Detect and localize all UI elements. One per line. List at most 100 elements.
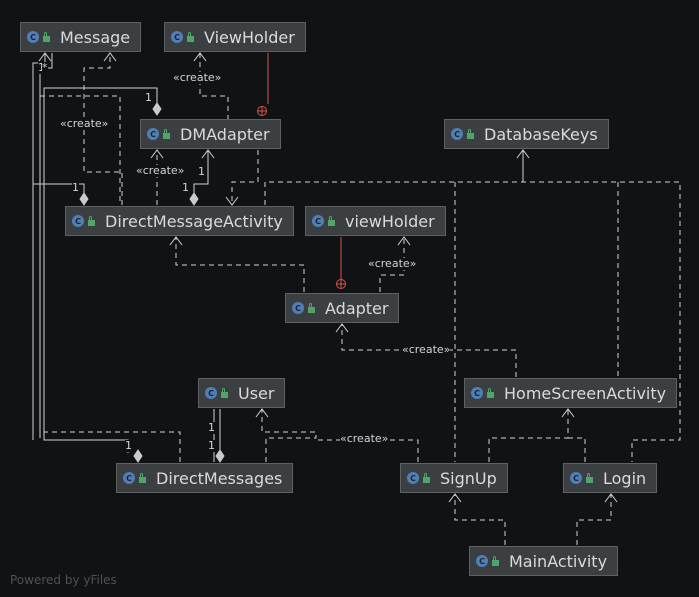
multiplicity-label: 1 [145, 91, 152, 104]
edge-dmadapter-dma [231, 150, 259, 205]
create-label: «create» [136, 164, 185, 177]
edge-login-dbkeys [264, 181, 681, 462]
edge-directmessages-create-user [261, 409, 317, 462]
class-icon: C [27, 31, 39, 43]
class-icon: C [147, 128, 159, 140]
aggregation-diamond [79, 192, 89, 206]
public-access-icon [487, 388, 494, 398]
inner-class-marker-cross [336, 279, 346, 289]
arrowhead [516, 149, 530, 159]
public-access-icon [423, 473, 430, 483]
class-name: SignUp [440, 468, 497, 488]
class-name: DirectMessageActivity [105, 211, 283, 231]
edge-login-home [568, 437, 586, 462]
multiplicity-label: 1 [182, 181, 189, 194]
multiplicity-label: 1 [38, 62, 45, 74]
arrowhead [397, 236, 411, 246]
public-access-icon [467, 129, 474, 139]
multiplicity-label: 1 [125, 439, 132, 452]
class-node-viewholder-inner[interactable]: C viewHolder [305, 206, 446, 236]
create-label: «create» [402, 343, 451, 356]
create-label: «create» [368, 257, 417, 270]
class-node-directmessages[interactable]: C DirectMessages [116, 463, 294, 493]
class-node-directmessageactivity[interactable]: C DirectMessageActivity [65, 206, 294, 236]
aggregation-diamond [189, 192, 199, 206]
class-name: Message [60, 27, 131, 47]
class-node-dmadapter[interactable]: C DMAdapter [140, 119, 281, 149]
arrowhead [201, 149, 215, 159]
class-icon: C [205, 387, 217, 399]
class-name: DMAdapter [180, 124, 270, 144]
class-name: User [238, 383, 275, 403]
edge-directmessages-message-2 [32, 53, 46, 440]
class-name: MainActivity [509, 551, 608, 571]
class-node-signup[interactable]: C SignUp [400, 463, 508, 493]
arrowhead [38, 52, 52, 62]
aggregation-diamond [133, 449, 143, 463]
class-icon: C [123, 472, 135, 484]
public-access-icon [163, 129, 170, 139]
public-access-icon [586, 473, 593, 483]
arrowhead [604, 493, 618, 503]
arrowhead [255, 408, 269, 418]
edge-dma-create-message [83, 53, 123, 205]
edge-signup-home [488, 409, 569, 462]
multiplicity-label: 1 [72, 181, 79, 194]
edge-main-login [576, 494, 612, 545]
multiplicity-label: * [42, 61, 48, 74]
inner-class-marker-cross [257, 106, 267, 116]
class-name: Adapter [325, 298, 389, 318]
class-node-login[interactable]: C Login [563, 463, 658, 493]
create-label: «create» [173, 71, 222, 84]
class-name: DirectMessages [156, 468, 283, 488]
edge-adapter-dma [175, 237, 305, 292]
edge-main-signup [454, 494, 506, 545]
public-access-icon [139, 473, 146, 483]
arrowhead [335, 323, 349, 333]
class-icon: C [476, 555, 488, 567]
arrowhead [169, 236, 183, 246]
class-node-homescreenactivity[interactable]: C HomeScreenActivity [464, 378, 678, 408]
class-name: viewHolder [345, 211, 435, 231]
edge-home-adapter [341, 324, 517, 377]
edge-directmessages-message [39, 53, 53, 438]
class-icon: C [312, 215, 324, 227]
class-name: ViewHolder [204, 27, 295, 47]
aggregation-diamond [215, 449, 225, 463]
arrowhead [561, 408, 575, 418]
aggregation-diamond [152, 102, 162, 116]
class-icon: C [451, 128, 463, 140]
arrowhead [448, 493, 462, 503]
edge-dm-dmadapter-create [40, 95, 121, 205]
class-node-databasekeys[interactable]: C DatabaseKeys [444, 119, 609, 149]
arrowhead [225, 196, 239, 206]
class-node-user[interactable]: C User [198, 378, 286, 408]
class-icon: C [407, 472, 419, 484]
public-access-icon [221, 388, 228, 398]
multiplicity-label: 1 [198, 165, 205, 178]
class-icon: C [292, 302, 304, 314]
class-name: DatabaseKeys [484, 124, 598, 144]
arrowhead [150, 149, 164, 159]
public-access-icon [308, 303, 315, 313]
multiplicity-label: 1 [208, 439, 215, 452]
class-name: Login [603, 468, 647, 488]
class-node-viewholder[interactable]: C ViewHolder [164, 22, 306, 52]
class-node-mainactivity[interactable]: C MainActivity [469, 546, 619, 576]
class-node-adapter[interactable]: C Adapter [285, 293, 400, 323]
create-label: «create» [340, 432, 389, 445]
class-name: HomeScreenActivity [504, 383, 667, 403]
public-access-icon [492, 556, 499, 566]
class-icon: C [72, 215, 84, 227]
public-access-icon [187, 32, 194, 42]
class-node-message[interactable]: C Message [20, 22, 142, 52]
public-access-icon [88, 216, 95, 226]
create-label: «create» [60, 117, 109, 130]
arrowhead [193, 52, 207, 62]
edge-dmadapter-create-viewholder [199, 53, 229, 120]
multiplicity-label: 1 [208, 421, 215, 434]
edge-directmessages-dbkeys [44, 431, 181, 462]
class-icon: C [471, 387, 483, 399]
edge-adapter-create-viewholder [379, 237, 405, 292]
